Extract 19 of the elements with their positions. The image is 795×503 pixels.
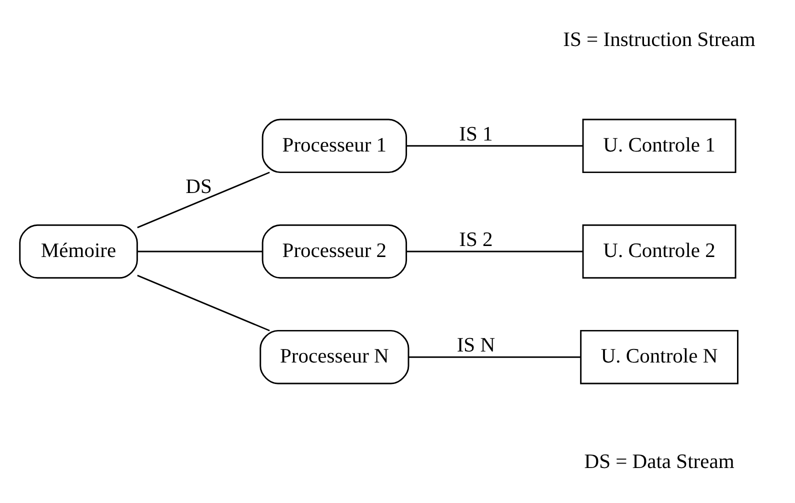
- edge-label: DS: [186, 176, 212, 198]
- connector: [137, 250, 262, 252]
- node-box: U. Controle N: [580, 330, 738, 384]
- connector: [406, 250, 583, 252]
- node-box: Mémoire: [19, 224, 138, 279]
- node-box: U. Controle 2: [582, 224, 736, 279]
- node-box: Processeur 1: [262, 118, 408, 174]
- edge-label: IS 2: [459, 228, 493, 251]
- connector: [406, 145, 583, 147]
- connector: [137, 172, 270, 228]
- label: DS = Data Stream: [584, 451, 734, 474]
- node-box: Processeur N: [260, 330, 410, 384]
- label: IS = Instruction Stream: [563, 28, 756, 51]
- edge-label: IS 1: [459, 123, 493, 146]
- connector: [137, 274, 270, 332]
- node-box: Processeur 2: [262, 224, 408, 279]
- node-box: U. Controle 1: [582, 118, 736, 174]
- edge-label: IS N: [456, 334, 496, 357]
- connector: [408, 356, 580, 358]
